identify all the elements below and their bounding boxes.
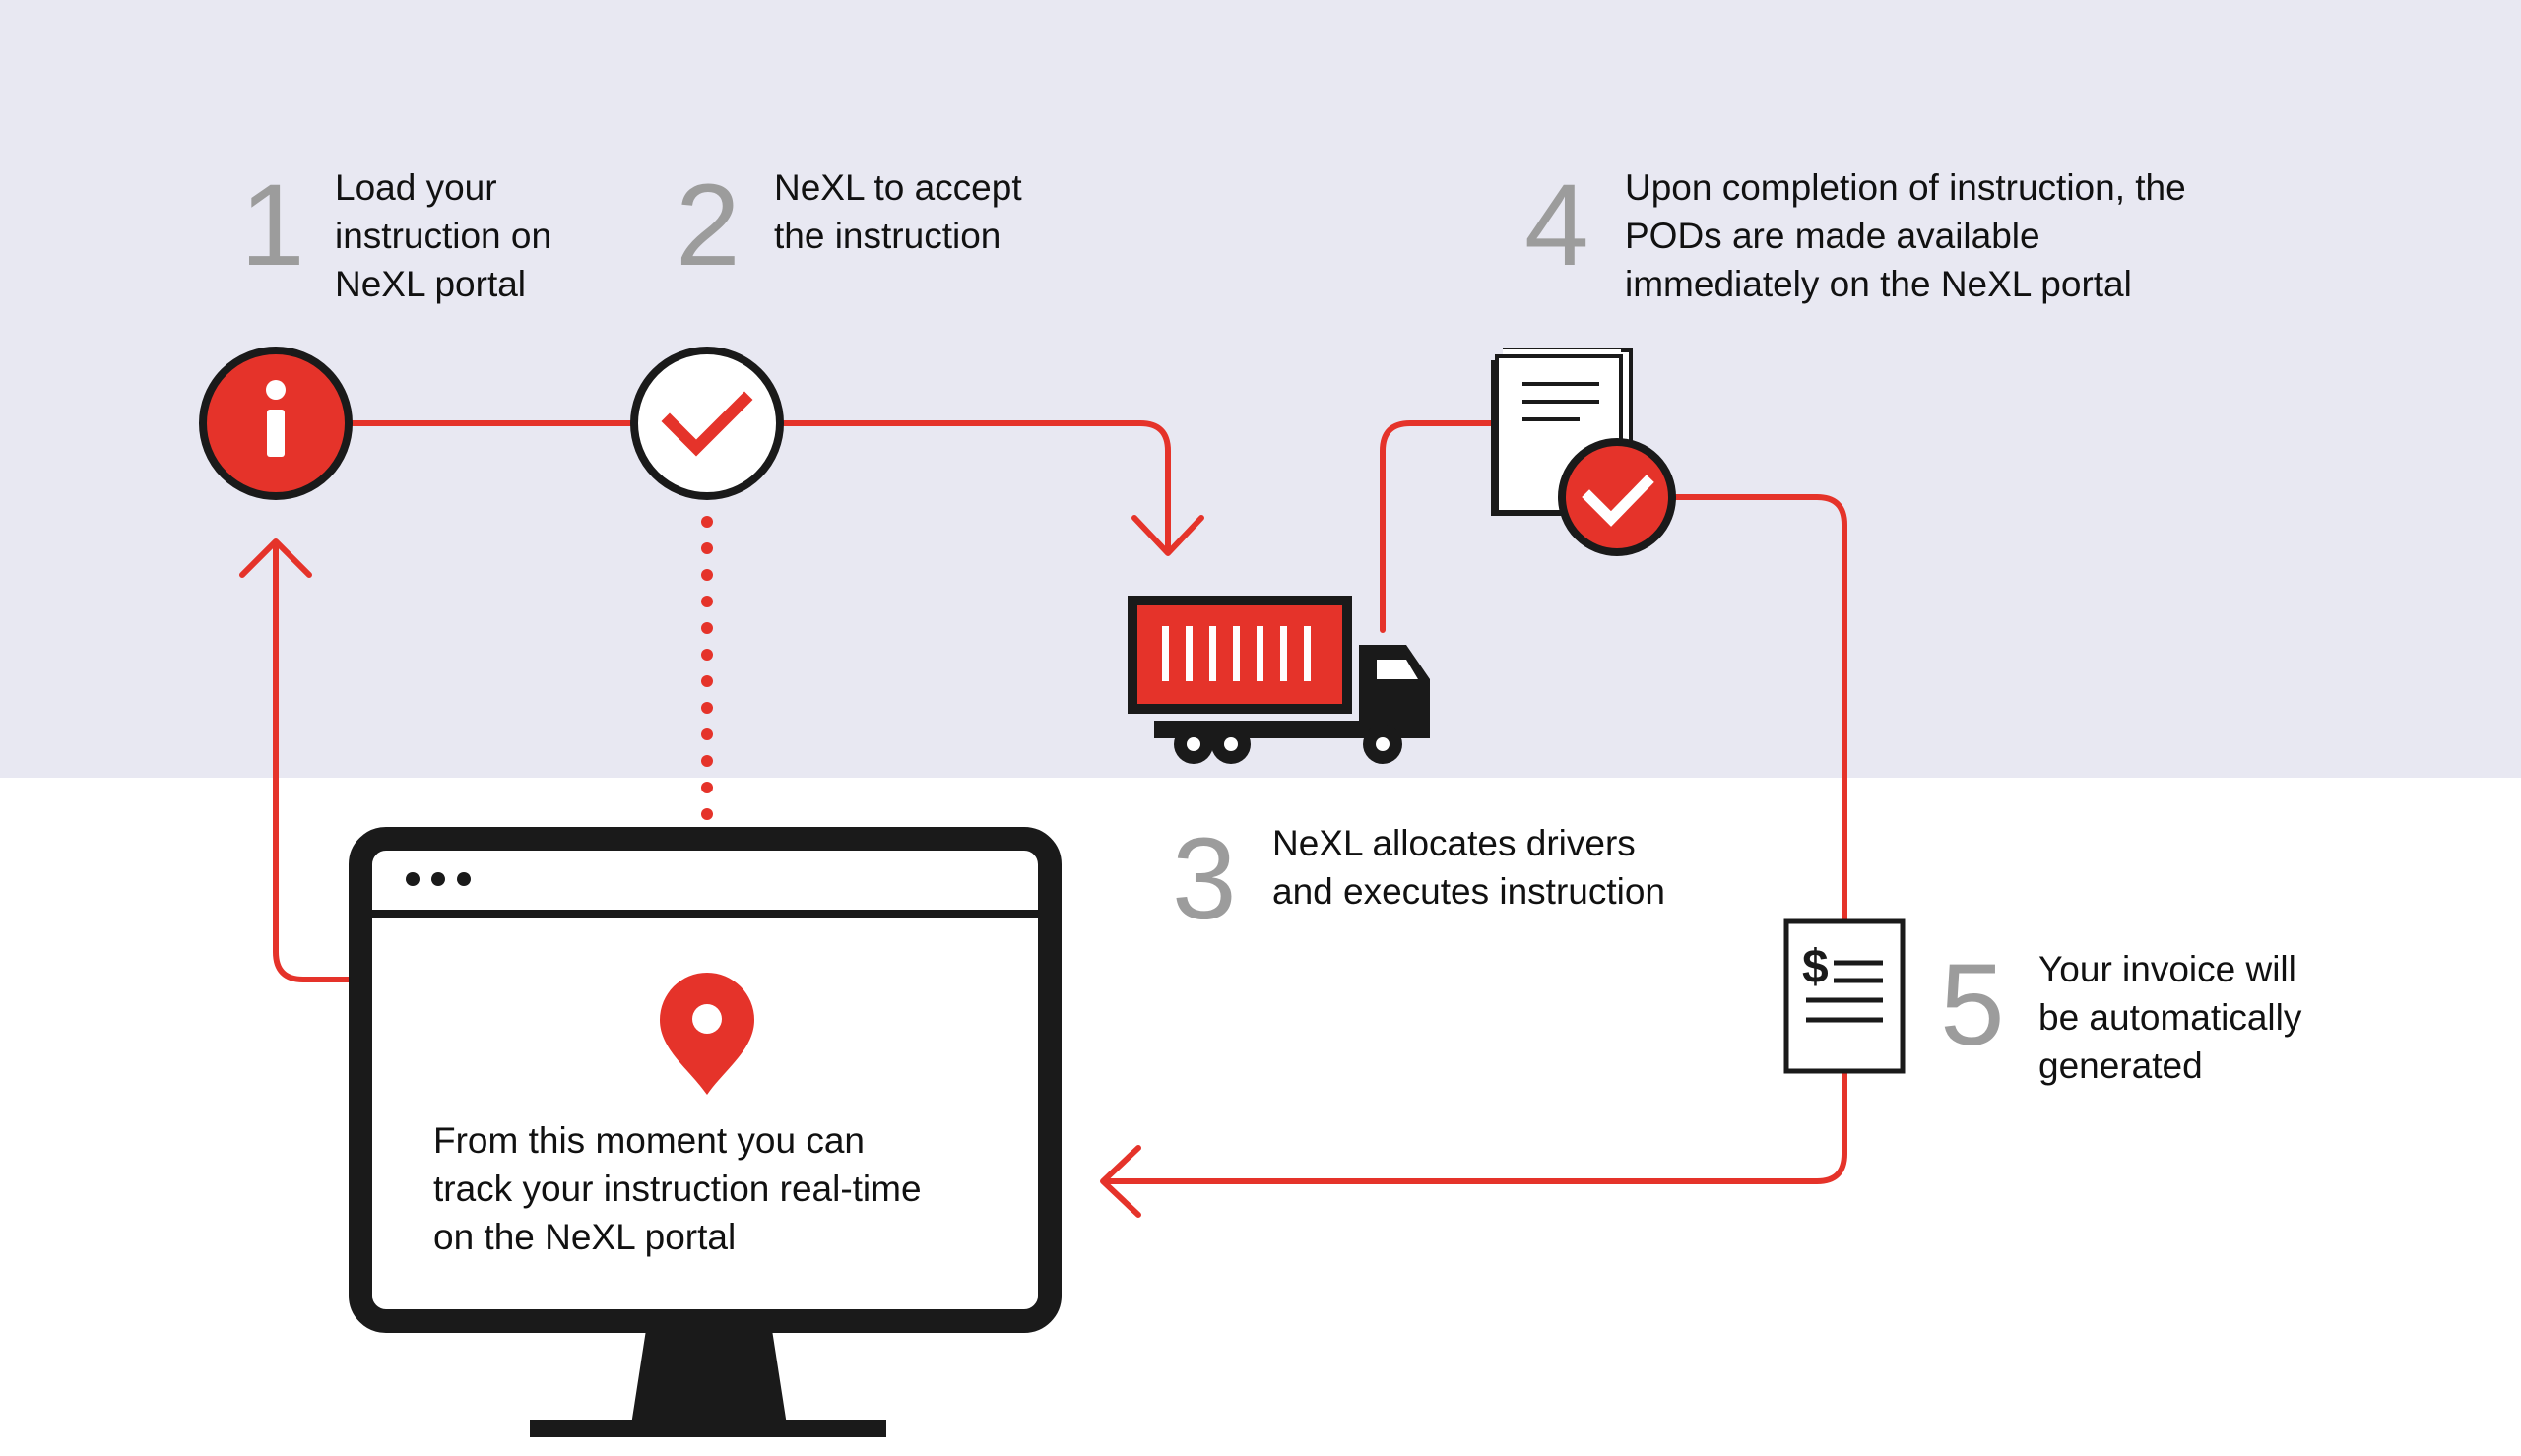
connector-monitor-step1 — [273, 544, 354, 982]
step-5-text: Your invoice will be automatically gener… — [2038, 949, 2302, 1086]
documents-check-icon — [1491, 348, 1676, 556]
step-4-text: Upon completion of instruction, the PODs… — [1625, 167, 2186, 304]
connector-truck-step4 — [1380, 420, 1494, 633]
step-1-number: 1 — [240, 160, 305, 290]
arrowhead-down-icon — [1131, 515, 1204, 556]
info-icon — [199, 347, 353, 500]
monitor-caption: From this moment you can track your inst… — [433, 1120, 922, 1257]
invoice-icon: $ — [1783, 918, 1906, 1074]
step-2-text: NeXL to accept the instruction — [774, 167, 1022, 256]
flow-connectors — [239, 420, 1847, 1218]
step-3-number: 3 — [1172, 814, 1237, 944]
connector-step2-truck — [775, 420, 1171, 550]
arrowhead-left-icon — [1100, 1145, 1141, 1218]
svg-text:$: $ — [1802, 941, 1829, 993]
step-3-text: NeXL allocates drivers and executes inst… — [1272, 823, 1666, 912]
location-pin-icon — [660, 973, 754, 1095]
step-4-number: 4 — [1524, 160, 1589, 290]
checkmark-icon — [630, 347, 784, 500]
step-1-text: Load your instruction on NeXL portal — [335, 167, 552, 304]
truck-icon — [1128, 596, 1430, 764]
browser-dots-icon — [406, 872, 471, 886]
step-5-number: 5 — [1940, 940, 2005, 1070]
arrowhead-up-icon — [239, 538, 312, 578]
connector-invoice-monitor — [1106, 1070, 1847, 1184]
connector-step4-invoice — [1669, 494, 1847, 924]
step-2-number: 2 — [676, 160, 741, 290]
